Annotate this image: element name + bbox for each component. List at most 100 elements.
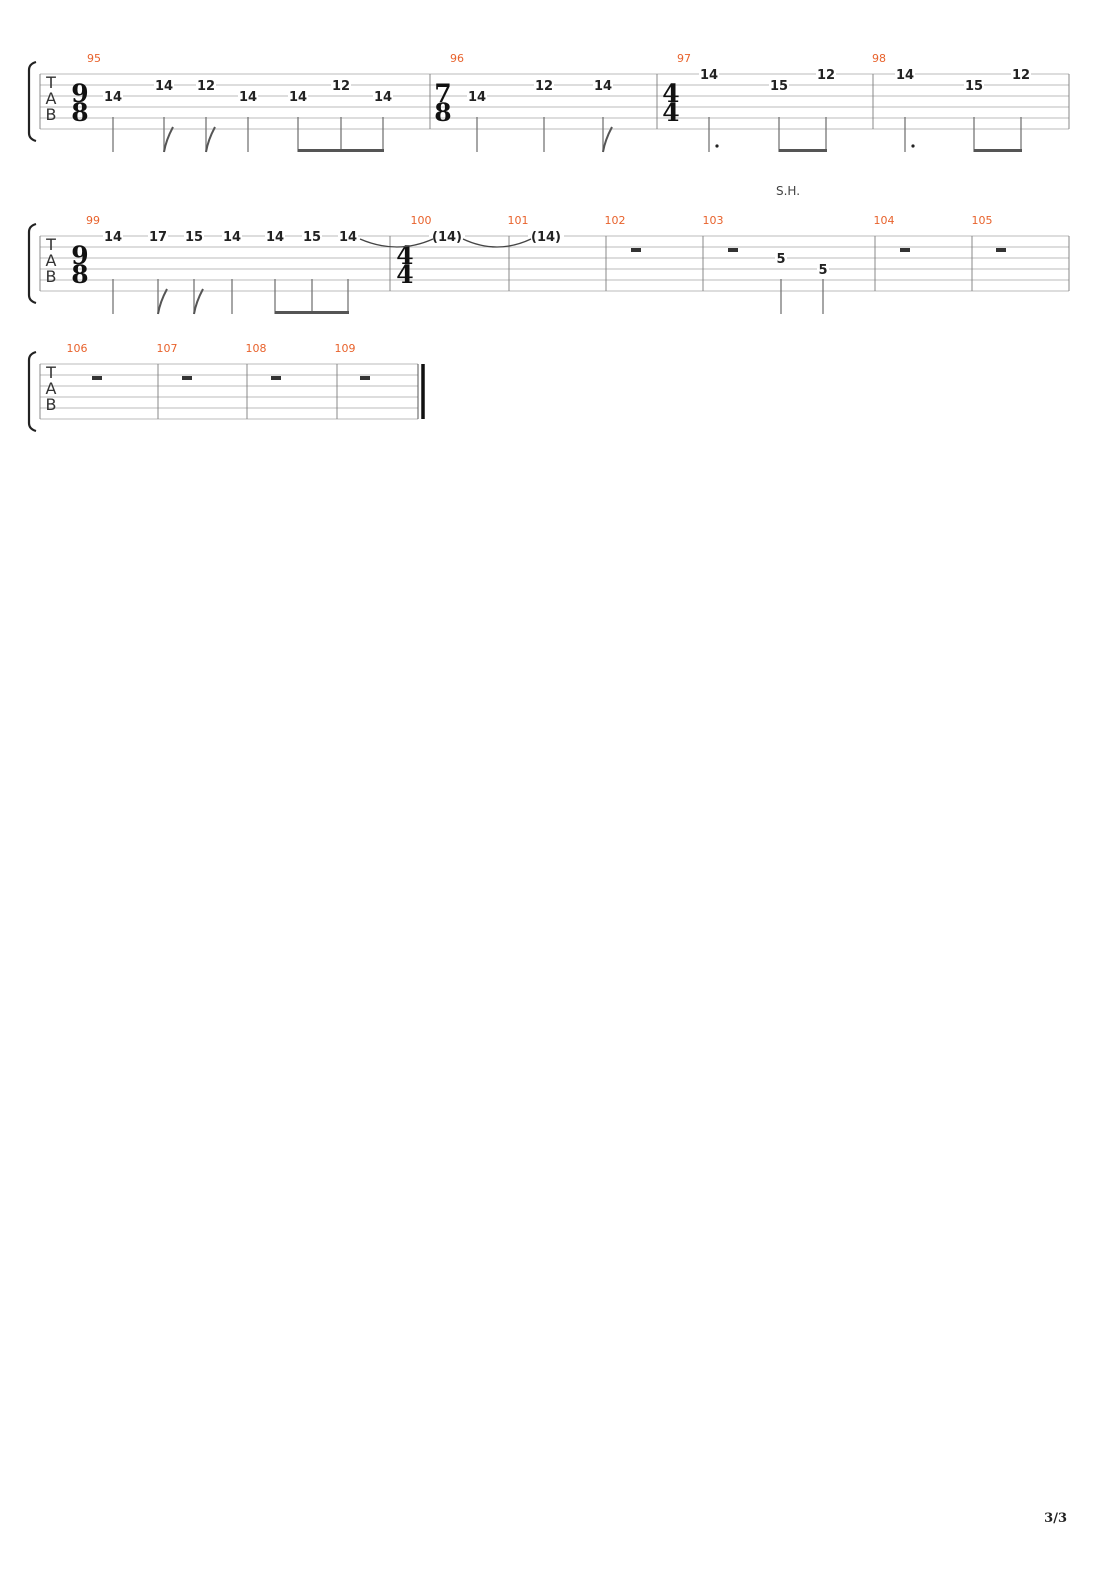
eighth-flag <box>163 126 174 153</box>
system-bracket <box>27 222 37 305</box>
measure-number: 109 <box>335 342 356 355</box>
time-signature-top: 9 <box>71 241 88 270</box>
time-signature-top: 4 <box>662 79 679 108</box>
fret-number: 14 <box>468 90 486 105</box>
measure-number: 102 <box>605 214 626 227</box>
fret-number: 15 <box>185 230 203 245</box>
fret-background <box>103 229 123 242</box>
fret-background <box>238 89 258 102</box>
tab-clef-letter: B <box>46 105 57 124</box>
fret-background <box>895 67 915 80</box>
measure-number: 99 <box>86 214 100 227</box>
tab-clef-letter: A <box>46 251 57 270</box>
eighth-flag <box>157 288 168 315</box>
whole-rest <box>900 248 910 252</box>
fret-number: 12 <box>817 68 835 83</box>
fret-number: 14 <box>155 79 173 94</box>
fret-number: 5 <box>776 252 785 267</box>
measure-number: 97 <box>677 52 691 65</box>
fret-number: 12 <box>1012 68 1030 83</box>
measure-number: 100 <box>411 214 432 227</box>
whole-rest <box>92 376 102 380</box>
system-bracket <box>27 60 37 143</box>
fret-background <box>817 262 829 275</box>
eighth-flag <box>205 126 216 153</box>
measure-number: 95 <box>87 52 101 65</box>
rhythm-dot <box>715 144 719 148</box>
time-signature-top: 4 <box>396 241 413 270</box>
time-signature-bottom: 4 <box>662 98 679 127</box>
tab-clef-letter: A <box>46 379 57 398</box>
system-bracket <box>27 350 37 433</box>
fret-number: 14 <box>594 79 612 94</box>
measure-number: 107 <box>157 342 178 355</box>
fret-background <box>331 78 351 91</box>
measure-number: 105 <box>972 214 993 227</box>
time-signature-top: 7 <box>434 79 451 108</box>
measure-number: 106 <box>67 342 88 355</box>
measure-number: 103 <box>703 214 724 227</box>
page-number: 3/3 <box>1044 1511 1067 1526</box>
fret-background <box>775 251 787 264</box>
fret-number: 12 <box>332 79 350 94</box>
whole-rest <box>728 248 738 252</box>
rhythm-dot <box>911 144 915 148</box>
fret-background <box>816 67 836 80</box>
fret-background <box>964 78 984 91</box>
measure-number: 104 <box>874 214 895 227</box>
tab-clef-letter: T <box>45 363 56 382</box>
whole-rest <box>996 248 1006 252</box>
fret-background <box>1011 67 1031 80</box>
fret-background <box>534 78 554 91</box>
fret-number: (14) <box>531 230 561 245</box>
eighth-beam <box>779 149 827 152</box>
fret-number: 14 <box>239 90 257 105</box>
measure-number: 101 <box>508 214 529 227</box>
whole-rest <box>182 376 192 380</box>
tie-arc <box>462 238 532 248</box>
fret-number: 15 <box>965 79 983 94</box>
fret-number: 14 <box>266 230 284 245</box>
fret-background <box>154 78 174 91</box>
whole-rest <box>631 248 641 252</box>
fret-background <box>429 229 465 242</box>
eighth-beam <box>298 149 384 152</box>
fret-background <box>467 89 487 102</box>
fret-number: 15 <box>303 230 321 245</box>
fret-number: 14 <box>289 90 307 105</box>
eighth-flag <box>193 288 204 315</box>
tab-clef-letter: T <box>45 235 56 254</box>
tab-clef-letter: B <box>46 267 57 286</box>
fret-number: 14 <box>896 68 914 83</box>
whole-rest <box>360 376 370 380</box>
fret-number: 17 <box>149 230 167 245</box>
fret-background <box>103 89 123 102</box>
eighth-beam <box>275 311 349 314</box>
tab-clef-letter: T <box>45 73 56 92</box>
time-signature-bottom: 8 <box>71 260 88 289</box>
fret-number: 5 <box>818 263 827 278</box>
fret-number: 14 <box>374 90 392 105</box>
fret-background <box>265 229 285 242</box>
fret-number: 15 <box>770 79 788 94</box>
time-signature-bottom: 8 <box>434 98 451 127</box>
fret-number: 14 <box>104 90 122 105</box>
tab-clef-letter: B <box>46 395 57 414</box>
fret-background <box>148 229 168 242</box>
time-signature-bottom: 4 <box>396 260 413 289</box>
eighth-beam <box>974 149 1022 152</box>
fret-number: 12 <box>535 79 553 94</box>
fret-number: (14) <box>432 230 462 245</box>
time-signature-bottom: 8 <box>71 98 88 127</box>
technique-annotation: S.H. <box>776 184 800 198</box>
fret-background <box>373 89 393 102</box>
whole-rest <box>271 376 281 380</box>
fret-background <box>288 89 308 102</box>
fret-background <box>699 67 719 80</box>
fret-number: 14 <box>700 68 718 83</box>
measure-number: 98 <box>872 52 886 65</box>
fret-background <box>769 78 789 91</box>
time-signature-top: 9 <box>71 79 88 108</box>
fret-background <box>593 78 613 91</box>
